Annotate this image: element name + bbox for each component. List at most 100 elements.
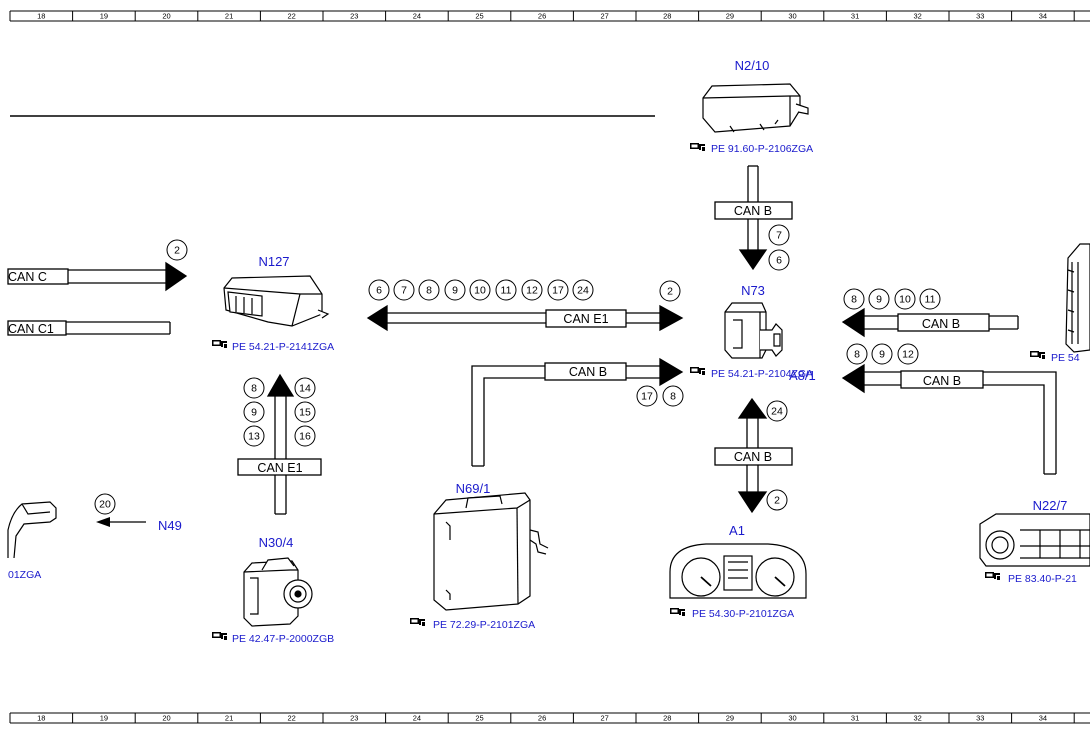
wire-number-circle <box>243 377 265 399</box>
can-b-label-right-1: CAN B <box>922 317 960 331</box>
wire-number: 8 <box>251 383 257 395</box>
component-n69-1[interactable]: N69/1 PE 72.29-P-2101ZGA <box>410 481 549 631</box>
right-cut-ref[interactable]: PE 54 <box>1051 352 1080 364</box>
bus-n69-1-to-n73 <box>471 357 684 467</box>
wire-number-circle <box>659 280 681 302</box>
wire-number-circle <box>521 279 543 301</box>
n22-7-panel-icon <box>979 513 1090 567</box>
n49-label: N49 <box>158 518 182 533</box>
grid-column-label: 24 <box>413 714 421 723</box>
n2-10-label: N2/10 <box>735 58 770 73</box>
component-n73[interactable]: N73 A8/1 PE 54.21-P-2104ZGA <box>690 283 816 383</box>
component-n127[interactable]: N127 PE 54.21-P-2141ZGA <box>212 254 334 353</box>
wire-number: 8 <box>854 349 860 361</box>
n2-10-ref[interactable]: PE 91.60-P-2106ZGA <box>711 143 813 155</box>
wire-number-circle <box>495 279 517 301</box>
grid-column-label: 29 <box>726 714 734 723</box>
wire-number-circle <box>469 279 491 301</box>
grid-column-label: 31 <box>851 12 859 21</box>
wire-number: 14 <box>299 383 311 395</box>
grid-column-label: 30 <box>788 12 796 21</box>
grid-column-label: 26 <box>538 714 546 723</box>
wire-number-circle <box>243 425 265 447</box>
grid-column-label: 33 <box>976 714 984 723</box>
grid-column-label: 19 <box>100 12 108 21</box>
wire-number: 7 <box>776 230 782 242</box>
n73-ref[interactable]: PE 54.21-P-2104ZGA <box>711 368 813 380</box>
a1-ref[interactable]: PE 54.30-P-2101ZGA <box>692 608 794 620</box>
grid-column-label: 34 <box>1039 714 1047 723</box>
wire-number-circle <box>846 343 868 365</box>
wire-number-circle <box>871 343 893 365</box>
component-n30-4[interactable]: N30/4 PE 42.47-P-2000ZGB <box>212 535 334 645</box>
grid-column-label: 22 <box>288 12 296 21</box>
wire-number: 10 <box>899 294 911 306</box>
a1-label: A1 <box>729 523 745 538</box>
wire-number: 13 <box>248 431 260 443</box>
grid-column-label: 29 <box>726 12 734 21</box>
n73-switch-icon <box>724 302 783 359</box>
grid-column-label: 24 <box>413 12 421 21</box>
can-b-label-a1: CAN B <box>734 450 772 464</box>
component-n22-7[interactable]: N22/7 PE 83.40-P-21 <box>979 498 1090 585</box>
wire-number-circle <box>294 377 316 399</box>
n22-7-ref[interactable]: PE 83.40-P-21 <box>1008 573 1077 585</box>
wire-number: 9 <box>879 349 885 361</box>
wire-number: 6 <box>376 285 382 297</box>
grid-column-label: 27 <box>601 12 609 21</box>
n127-label: N127 <box>258 254 289 269</box>
component-n49[interactable]: N49 20 <box>94 493 182 533</box>
right-module-icon <box>1065 243 1090 353</box>
wire-number: 7 <box>401 285 407 297</box>
wire-number: 2 <box>774 495 780 507</box>
component-right-cut[interactable]: PE 54 <box>1030 243 1090 364</box>
circles-a1-up: 24 <box>766 400 788 422</box>
wire-number: 9 <box>876 294 882 306</box>
grid-column-label: 28 <box>663 714 671 723</box>
component-a1[interactable]: A1 PE 54.30-P-2101ZGA <box>669 523 807 620</box>
grid-column-label: 28 <box>663 12 671 21</box>
left-cut-ref[interactable]: 01ZGA <box>8 569 41 581</box>
n73-label: N73 <box>741 283 765 298</box>
grid-column-label: 18 <box>37 714 45 723</box>
left-sensor-icon <box>7 501 57 559</box>
wire-number: 17 <box>552 285 564 297</box>
grid-column-label: 18 <box>37 12 45 21</box>
wire-number: 15 <box>299 407 311 419</box>
n30-4-ref[interactable]: PE 42.47-P-2000ZGB <box>232 633 334 645</box>
component-n2-10[interactable]: N2/10 PE 91.60-P-2106ZGA <box>690 58 813 155</box>
can-c1-label: CAN C1 <box>8 322 54 336</box>
component-left-cut[interactable]: 01ZGA <box>7 501 57 581</box>
grid-column-label: 26 <box>538 12 546 21</box>
n127-ref[interactable]: PE 54.21-P-2141ZGA <box>232 341 334 353</box>
grid-column-label: 22 <box>288 714 296 723</box>
grid-column-label: 31 <box>851 714 859 723</box>
circles-can-e1-right: 2 <box>659 280 681 302</box>
wire-number-circle <box>294 425 316 447</box>
wire-number-circle <box>94 493 116 515</box>
wire-number-circle <box>572 279 594 301</box>
grid-column-label: 20 <box>162 12 170 21</box>
bus-can-e1-vertical <box>237 373 322 515</box>
grid-column-label: 33 <box>976 12 984 21</box>
wire-number-circle <box>418 279 440 301</box>
wire-number-circle <box>919 288 941 310</box>
wire-number-circle <box>868 288 890 310</box>
n69-1-ref[interactable]: PE 72.29-P-2101ZGA <box>433 619 535 631</box>
grid-column-label: 21 <box>225 12 233 21</box>
circles-can-c: 2 <box>166 239 188 261</box>
wire-number: 2 <box>174 245 180 257</box>
wire-number: 8 <box>670 391 676 403</box>
grid-column-label: 34 <box>1039 12 1047 21</box>
wire-number-circle <box>662 385 684 407</box>
wire-number: 9 <box>452 285 458 297</box>
a8-1-label: A8/1 <box>789 368 816 383</box>
can-b-label-right-2: CAN B <box>923 374 961 388</box>
wire-number-circle <box>766 400 788 422</box>
wire-number-circle <box>393 279 415 301</box>
